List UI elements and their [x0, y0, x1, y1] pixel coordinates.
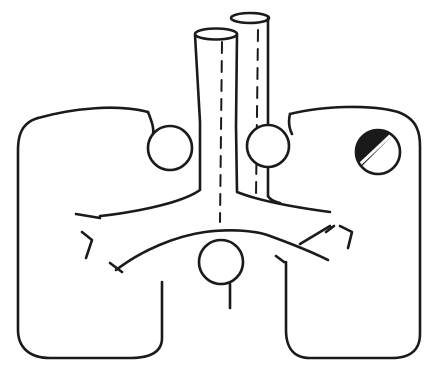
right-hilar-lymph-node: [247, 125, 289, 167]
left-lung: [18, 108, 162, 358]
esophagus: [231, 13, 280, 203]
subcarinal-lymph-node: [199, 240, 243, 284]
left-hilar-lymph-node: [148, 126, 192, 170]
